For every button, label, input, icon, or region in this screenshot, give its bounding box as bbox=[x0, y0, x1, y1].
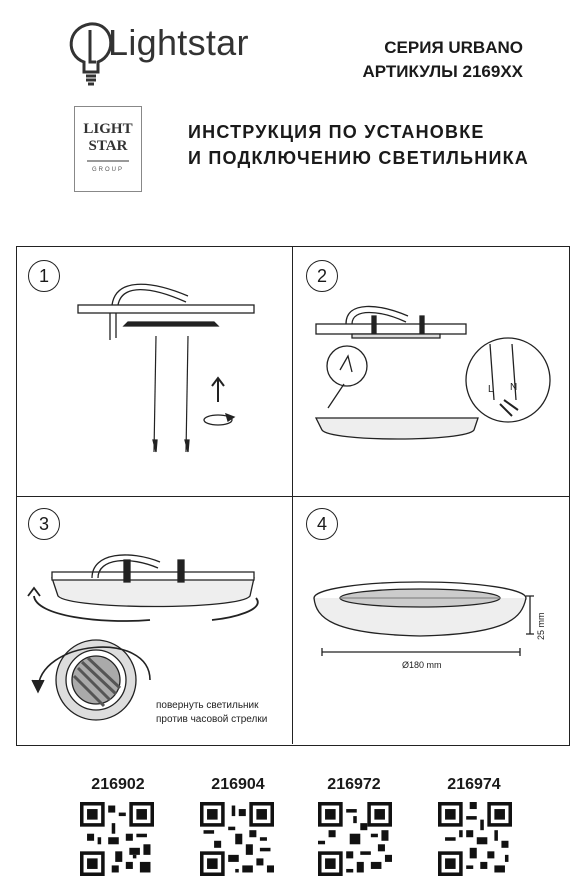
step3-illustration bbox=[27, 554, 259, 721]
series-label: СЕРИЯ URBANO bbox=[384, 38, 523, 57]
product-code-216972: 216972 bbox=[327, 776, 381, 793]
qr-code-216902[interactable] bbox=[80, 802, 154, 876]
grid-divider-horizontal bbox=[16, 496, 569, 497]
step-number-4: 4 bbox=[306, 508, 338, 540]
step1-illustration bbox=[77, 283, 255, 453]
articles-label: АРТИКУЛЫ 2169XX bbox=[362, 62, 523, 81]
product-code-216904: 216904 bbox=[211, 776, 265, 793]
step-number-2: 2 bbox=[306, 260, 338, 292]
product-code-216902: 216902 bbox=[91, 776, 145, 793]
brand-name: Lightstar bbox=[108, 22, 249, 63]
step4-illustration bbox=[313, 581, 534, 656]
rotate-note-line2: против часовой стрелки bbox=[156, 714, 267, 725]
lightstar-group-badge: LIGHT STAR GROUP bbox=[74, 106, 142, 192]
bulb-logo-icon bbox=[69, 22, 113, 86]
qr-code-216972[interactable] bbox=[318, 802, 392, 876]
qr-code-216974[interactable] bbox=[438, 802, 512, 876]
wire-l-label: L bbox=[488, 384, 494, 395]
instruction-title-line2: И ПОДКЛЮЧЕНИЮ СВЕТИЛЬНИКА bbox=[188, 148, 529, 168]
qr-code-216904[interactable] bbox=[200, 802, 274, 876]
product-code-216974: 216974 bbox=[447, 776, 501, 793]
step-number-3: 3 bbox=[28, 508, 60, 540]
step-number-1: 1 bbox=[28, 260, 60, 292]
rotate-note-line1: повернуть светильник bbox=[156, 700, 259, 711]
diameter-label: Ø180 mm bbox=[402, 660, 442, 670]
instruction-title-line1: ИНСТРУКЦИЯ ПО УСТАНОВКЕ bbox=[188, 122, 485, 142]
step2-illustration bbox=[314, 305, 551, 440]
grid-divider-vertical bbox=[292, 246, 293, 744]
height-label: 25 mm bbox=[536, 612, 546, 640]
wire-n-label: N bbox=[510, 382, 517, 393]
